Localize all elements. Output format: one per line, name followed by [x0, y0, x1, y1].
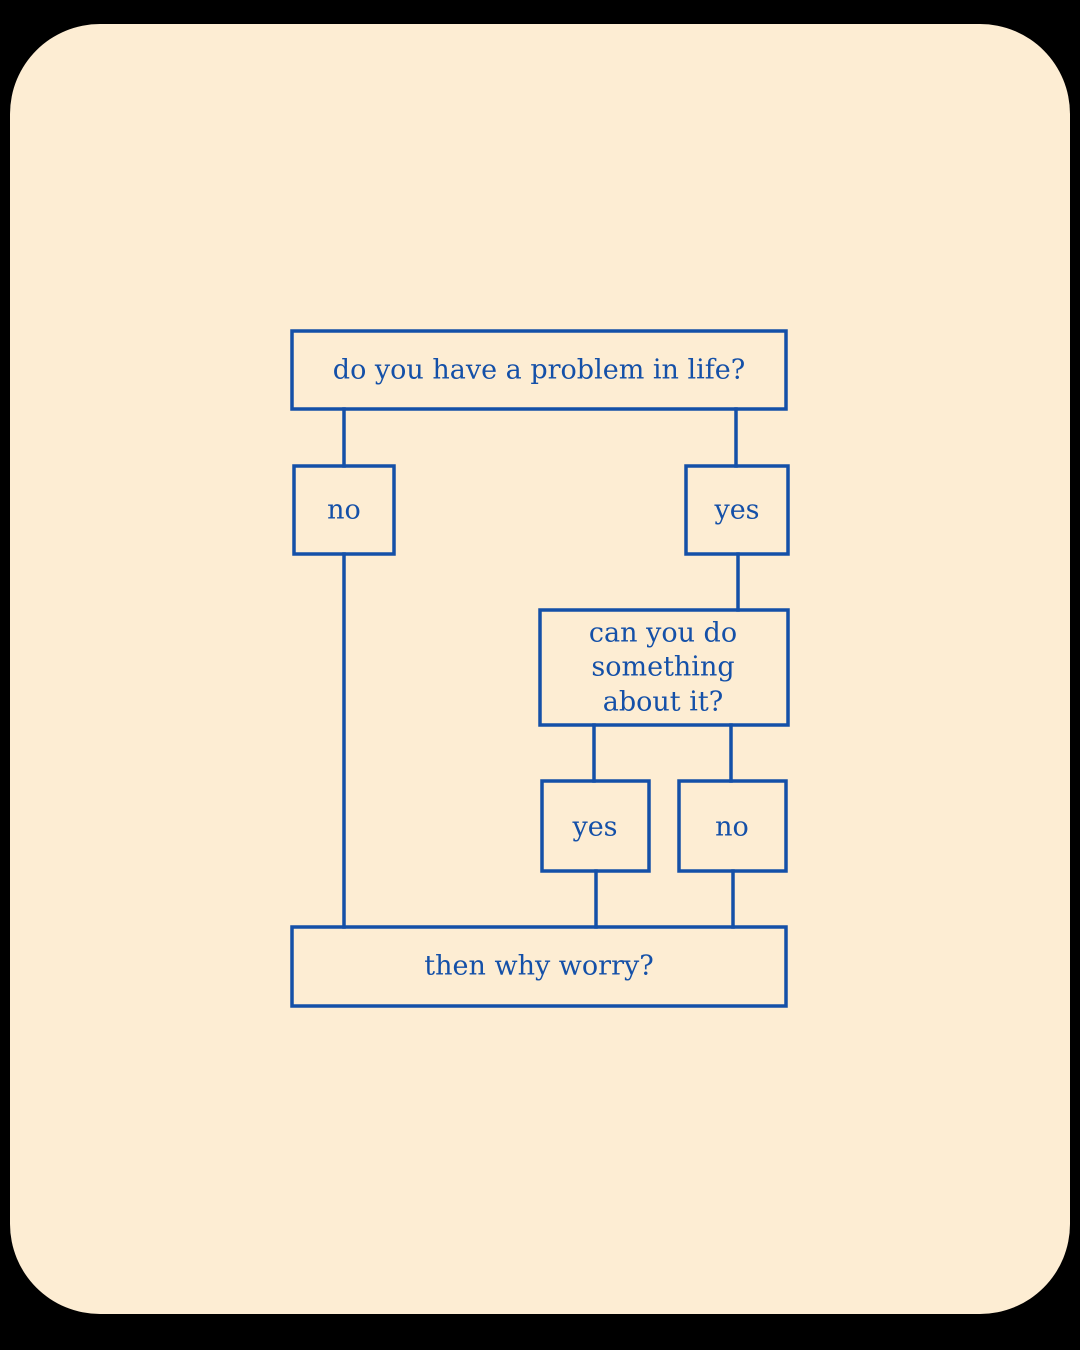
question-2-line-2: something: [591, 652, 734, 683]
question-2-line-1: can you do: [589, 618, 737, 649]
question-2-line-3: about it?: [603, 687, 723, 718]
question-1-text: do you have a problem in life?: [333, 355, 745, 386]
conclusion-text: then why worry?: [424, 951, 653, 982]
answer-yes-2-text: yes: [571, 812, 617, 843]
box-answer-yes-2: [540, 779, 651, 873]
answer-yes-1-text: yes: [713, 495, 759, 526]
box-answer-no-2: [677, 779, 788, 873]
box-answer-yes-1: [684, 464, 790, 556]
box-question-2: [538, 608, 790, 727]
answer-no-2-text: no: [715, 812, 749, 843]
answer-no-1-text: no: [327, 495, 361, 526]
box-conclusion: [290, 925, 788, 1008]
box-answer-no-1: [292, 464, 396, 556]
box-question-1: [290, 329, 788, 411]
